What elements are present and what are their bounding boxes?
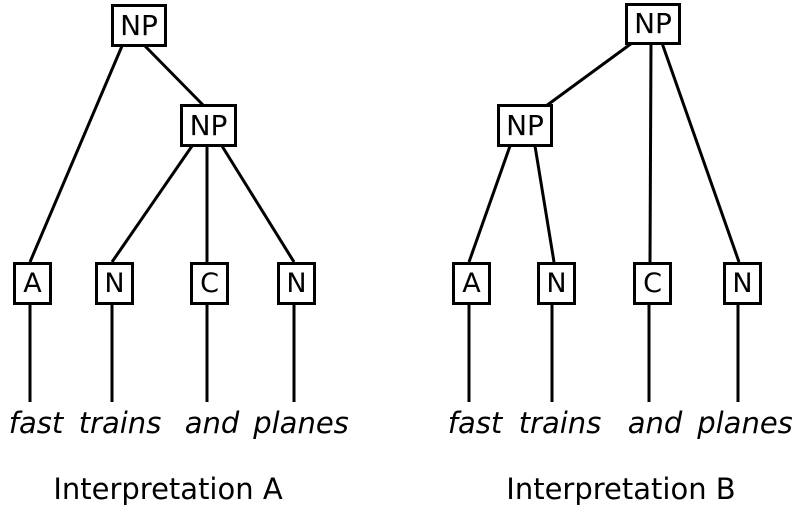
tree-a-inner-np-node: NP xyxy=(180,104,237,147)
tree-a-word-planes: planes xyxy=(253,406,349,440)
tree-a-leaf-c-node: C xyxy=(190,262,229,305)
edge-b-root-to-c xyxy=(648,42,653,263)
tree-b-word-trains: trains xyxy=(518,406,602,440)
tree-b-leaf-a-node: A xyxy=(452,262,491,305)
tree-b-leaf-c-node: C xyxy=(633,262,672,305)
tree-b-word-fast: fast xyxy=(447,406,503,440)
edge-a-innernp-to-n1 xyxy=(110,145,194,263)
tree-b-leaf-n2-node: N xyxy=(723,262,762,305)
edge-a-root-to-innernp xyxy=(143,44,206,108)
tree-b-word-and: and xyxy=(627,406,683,440)
caption-interpretation-a: Interpretation A xyxy=(53,472,283,506)
tree-a-leaf-n1-node: N xyxy=(95,262,134,305)
edge-b-innernp-to-a xyxy=(467,145,512,263)
tree-a-word-fast: fast xyxy=(8,406,64,440)
tree-a-word-and: and xyxy=(184,406,240,440)
edge-b-root-to-n2 xyxy=(660,42,741,263)
tree-a-word-trains: trains xyxy=(78,406,162,440)
tree-a-leaf-n2-node: N xyxy=(277,262,316,305)
tree-b-word-planes: planes xyxy=(697,406,793,440)
tree-b-leaf-n1-node: N xyxy=(537,262,576,305)
caption-interpretation-b: Interpretation B xyxy=(506,472,736,506)
edge-b-root-to-innernp xyxy=(545,41,633,108)
tree-b-inner-np-node: NP xyxy=(497,104,553,147)
tree-a-root-np-node: NP xyxy=(111,4,167,47)
tree-b-root-np-node: NP xyxy=(625,3,681,45)
edge-a-root-to-a xyxy=(28,45,124,263)
edge-b-innernp-to-n1 xyxy=(533,145,556,263)
tree-a-leaf-a-node: A xyxy=(13,262,52,305)
edge-a-innernp-to-n2 xyxy=(220,145,296,263)
